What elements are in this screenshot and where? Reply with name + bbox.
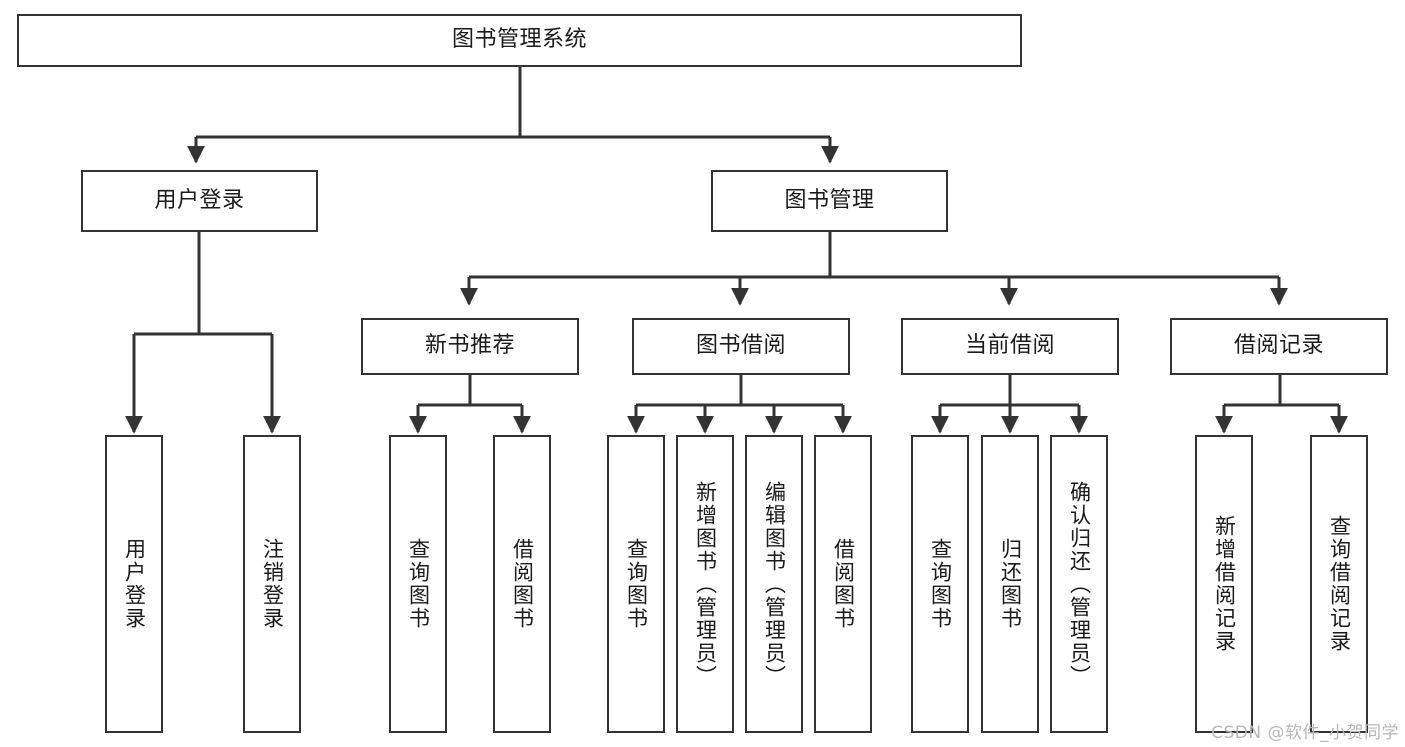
node-borrow-record[interactable]: 借阅记录 <box>1170 318 1388 375</box>
node-book-manage-label: 图书管理 <box>784 187 875 213</box>
node-leaf-label: 借阅图书 <box>831 538 856 630</box>
node-book-borrow-label: 图书借阅 <box>695 333 786 359</box>
node-leaf-new-book-0[interactable]: 查询图书 <box>389 435 447 733</box>
node-user-login[interactable]: 用户登录 <box>81 170 318 232</box>
node-root-label: 图书管理系统 <box>451 27 587 53</box>
node-current-borrow[interactable]: 当前借阅 <box>901 318 1119 375</box>
node-leaf-current-borrow-0[interactable]: 查询图书 <box>911 435 969 733</box>
node-leaf-borrow-record-0[interactable]: 新增借阅记录 <box>1195 435 1253 733</box>
node-leaf-new-book-1[interactable]: 借阅图书 <box>493 435 551 733</box>
node-leaf-label: 注销登录 <box>260 538 285 630</box>
node-current-borrow-label: 当前借阅 <box>964 333 1055 359</box>
node-leaf-book-borrow-2[interactable]: 编辑图书（管理员） <box>745 435 803 733</box>
node-book-manage[interactable]: 图书管理 <box>711 170 948 232</box>
node-book-borrow[interactable]: 图书借阅 <box>632 318 850 375</box>
node-leaf-label: 编辑图书（管理员） <box>762 480 787 688</box>
node-leaf-label: 查询图书 <box>624 538 649 630</box>
node-leaf-label: 确认归还（管理员） <box>1067 480 1092 688</box>
node-leaf-label: 新增借阅记录 <box>1212 515 1237 653</box>
node-leaf-book-borrow-3[interactable]: 借阅图书 <box>814 435 872 733</box>
node-leaf-user-login-0[interactable]: 用户登录 <box>105 435 163 733</box>
node-leaf-label: 查询图书 <box>928 538 953 630</box>
node-leaf-label: 查询图书 <box>406 538 431 630</box>
watermark: CSDN @软件_小贺同学 <box>1211 723 1399 743</box>
node-leaf-user-login-1[interactable]: 注销登录 <box>243 435 301 733</box>
node-leaf-label: 用户登录 <box>122 538 147 630</box>
node-leaf-label: 归还图书 <box>998 538 1023 630</box>
node-leaf-book-borrow-0[interactable]: 查询图书 <box>607 435 665 733</box>
node-leaf-book-borrow-1[interactable]: 新增图书（管理员） <box>676 435 734 733</box>
node-new-book-label: 新书推荐 <box>424 333 515 359</box>
node-leaf-borrow-record-1[interactable]: 查询借阅记录 <box>1310 435 1368 733</box>
node-user-login-label: 用户登录 <box>154 187 245 213</box>
node-borrow-record-label: 借阅记录 <box>1233 333 1324 359</box>
node-new-book[interactable]: 新书推荐 <box>361 318 579 375</box>
node-leaf-current-borrow-2[interactable]: 确认归还（管理员） <box>1050 435 1108 733</box>
node-leaf-label: 新增图书（管理员） <box>693 480 718 688</box>
node-leaf-label: 查询借阅记录 <box>1327 515 1352 653</box>
node-root[interactable]: 图书管理系统 <box>17 14 1022 67</box>
node-leaf-label: 借阅图书 <box>510 538 535 630</box>
node-leaf-current-borrow-1[interactable]: 归还图书 <box>981 435 1039 733</box>
